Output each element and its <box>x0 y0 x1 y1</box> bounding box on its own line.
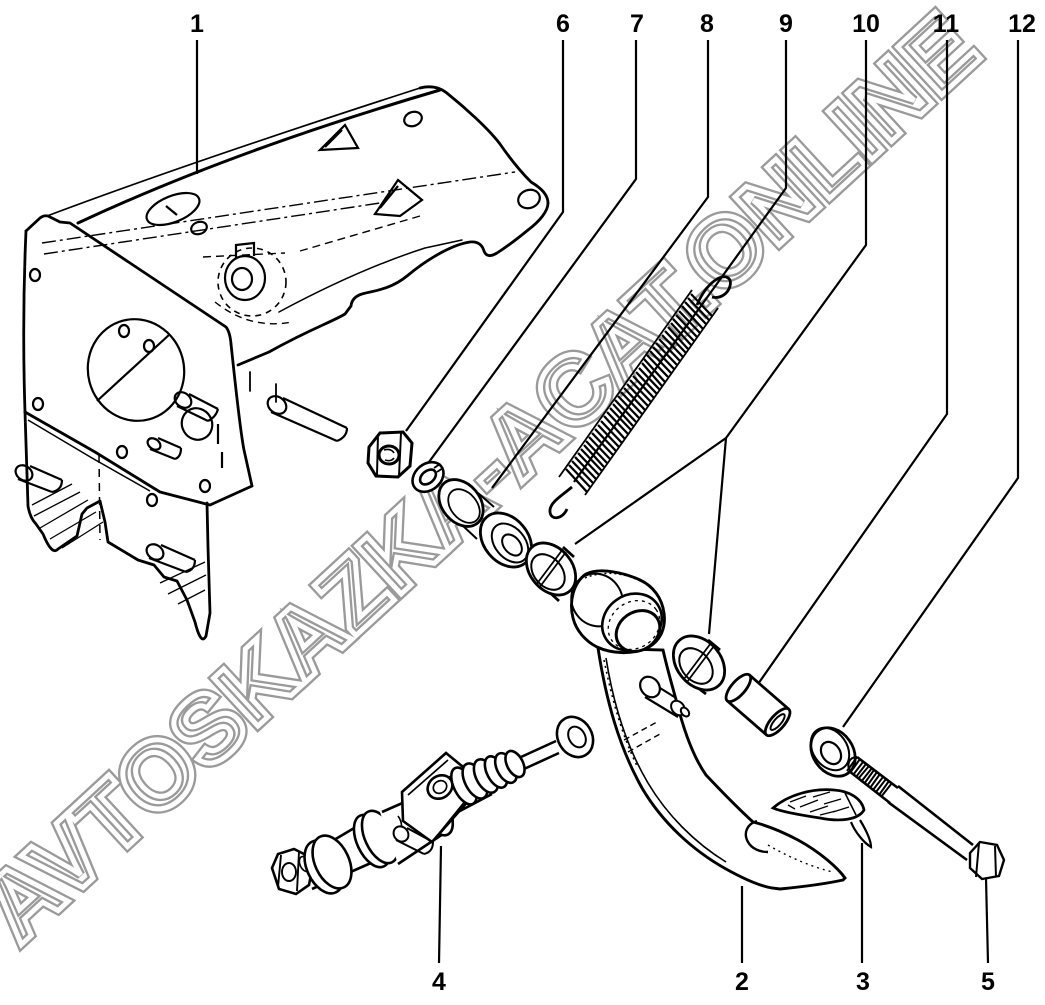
svg-text:4: 4 <box>432 968 446 996</box>
svg-text:7: 7 <box>630 10 644 38</box>
svg-text:1: 1 <box>190 10 204 38</box>
svg-text:12: 12 <box>1008 10 1036 38</box>
svg-text:2: 2 <box>735 968 749 996</box>
svg-text:10: 10 <box>852 10 880 38</box>
svg-text:11: 11 <box>933 10 960 38</box>
svg-text:9: 9 <box>779 10 793 38</box>
svg-text:8: 8 <box>700 10 714 38</box>
svg-text:6: 6 <box>556 10 570 38</box>
svg-text:5: 5 <box>981 968 995 996</box>
svg-text:3: 3 <box>856 968 870 996</box>
